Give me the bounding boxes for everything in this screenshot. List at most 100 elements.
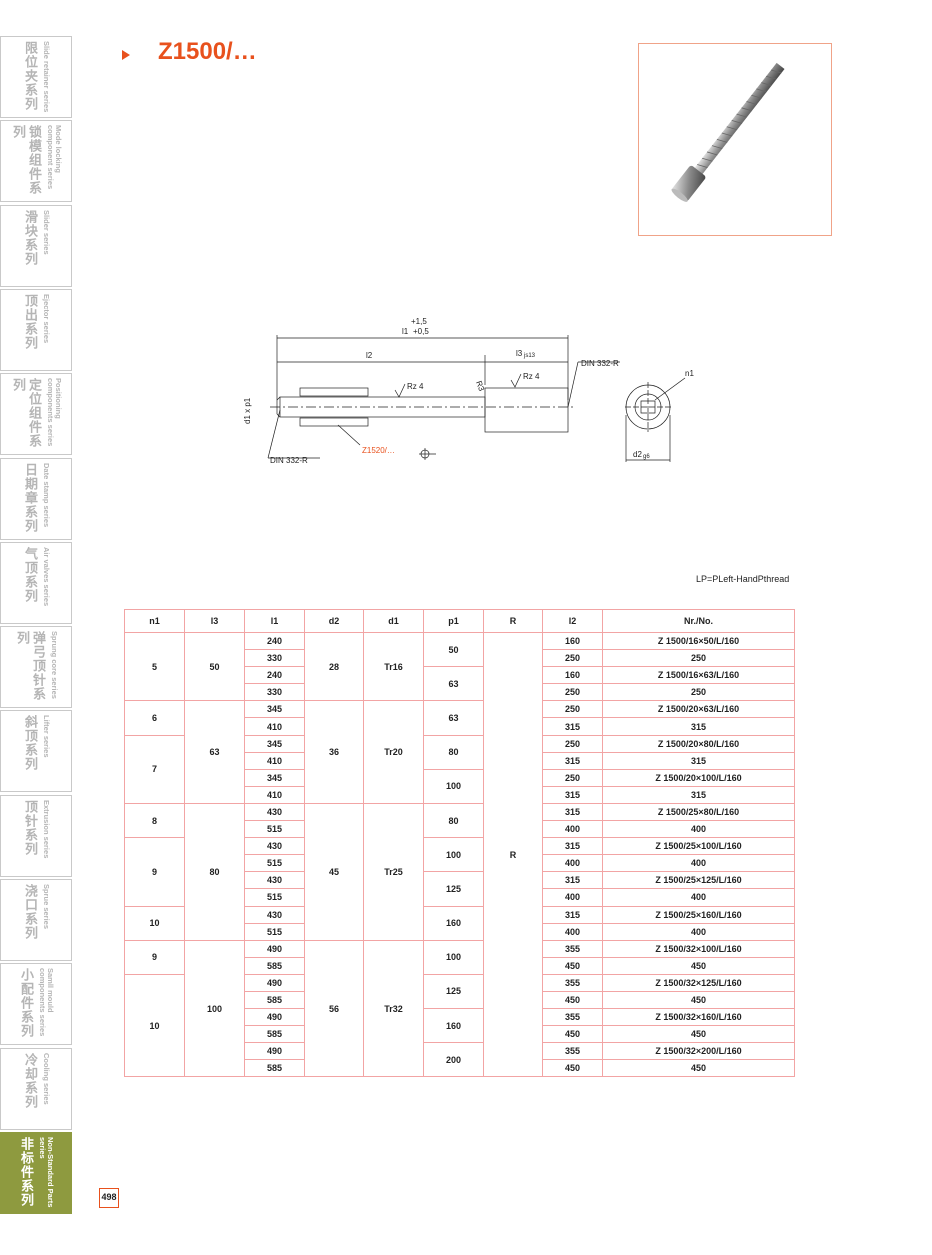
sidebar-item-label-cn: 顶出系列 xyxy=(23,293,38,350)
l2-label: l2 xyxy=(366,351,373,360)
l3-cell: 50 xyxy=(184,631,245,702)
nr-cell: Z 1500/25×160/L/160 xyxy=(602,905,795,924)
header-cell: p1 xyxy=(423,609,484,633)
p1-cell: 160 xyxy=(423,1008,484,1044)
n1-cell: 10 xyxy=(124,973,185,1078)
l1-cell: 410 xyxy=(244,785,305,804)
page-number: 498 xyxy=(99,1188,119,1208)
nr-cell: Z 1500/20×100/L/160 xyxy=(602,768,795,787)
l2-cell: 315 xyxy=(542,717,603,736)
nr-cell: Z 1500/25×100/L/160 xyxy=(602,837,795,856)
header-cell: n1 xyxy=(124,609,185,633)
p1-cell: 100 xyxy=(423,768,484,804)
sidebar-item-label-en: Slide retainer series xyxy=(42,41,51,113)
n1-cell: 9 xyxy=(124,939,185,975)
l1-cell: 430 xyxy=(244,802,305,822)
p1-cell: 80 xyxy=(423,802,484,839)
sidebar-item-label-cn: 小配件系列 xyxy=(19,968,34,1039)
d2-cell: 28 xyxy=(304,631,364,702)
l2-cell: 355 xyxy=(542,1008,603,1027)
l2-cell: 160 xyxy=(542,666,603,685)
n1-cell: 6 xyxy=(124,700,185,736)
sidebar-item-label-cn: 斜顶系列 xyxy=(23,715,38,772)
l2-cell: 400 xyxy=(542,922,603,941)
l1-cell: 515 xyxy=(244,820,305,839)
l1-cell: 430 xyxy=(244,905,305,924)
l1-cell: 430 xyxy=(244,837,305,856)
nr-cell: 400 xyxy=(602,888,795,907)
page-title: Z1500/… xyxy=(158,38,257,65)
nr-cell: 450 xyxy=(602,1059,795,1078)
sidebar-item-label-en: Cooling series xyxy=(42,1052,51,1105)
l1-cell: 585 xyxy=(244,1059,305,1078)
l2-cell: 250 xyxy=(542,768,603,787)
r-cell: R xyxy=(483,631,543,1078)
sidebar-item-label-cn: 浇口系列 xyxy=(23,884,38,940)
part-ref: Z1520/… xyxy=(362,446,395,455)
l2-cell: 315 xyxy=(542,837,603,856)
l1-cell: 490 xyxy=(244,939,305,958)
l3-cell: 100 xyxy=(184,939,245,1078)
l2-cell: 400 xyxy=(542,820,603,839)
l2-cell: 450 xyxy=(542,1025,603,1044)
d1p1-label: d1 x p1 xyxy=(243,397,252,424)
l2-cell: 250 xyxy=(542,700,603,719)
title-arrow-icon xyxy=(122,50,130,60)
nr-cell: Z 1500/32×100/L/160 xyxy=(602,939,795,958)
nr-cell: Z 1500/32×160/L/160 xyxy=(602,1008,795,1027)
sidebar-item-label-en: Positioning components series xyxy=(46,378,63,447)
d2-cell: 45 xyxy=(304,802,364,941)
d1-cell: Tr25 xyxy=(363,802,424,941)
technical-drawing: +1,5 l1 +0,5 l2 l3 js13 DIN 332-R DIN 33… xyxy=(243,317,694,465)
nr-cell: Z 1500/32×200/L/160 xyxy=(602,1042,795,1061)
nr-cell: Z 1500/25×125/L/160 xyxy=(602,871,795,890)
n1-cell: 9 xyxy=(124,837,185,907)
l2-cell: 355 xyxy=(542,939,603,958)
p1-cell: 80 xyxy=(423,734,484,770)
nr-cell: Z 1500/20×80/L/160 xyxy=(602,734,795,753)
l2-cell: 400 xyxy=(542,888,603,907)
nr-cell: Z 1500/32×125/L/160 xyxy=(602,973,795,992)
l1-cell: 345 xyxy=(244,700,305,719)
p1-cell: 125 xyxy=(423,871,484,907)
l3-label: l3 xyxy=(516,349,523,358)
din-right: DIN 332-R xyxy=(581,359,619,368)
nr-cell: Z 1500/20×63/L/160 xyxy=(602,700,795,719)
l2-cell: 250 xyxy=(542,734,603,753)
l2-cell: 450 xyxy=(542,956,603,975)
l1-cell: 330 xyxy=(244,649,305,668)
l2-cell: 450 xyxy=(542,1059,603,1078)
rz-left: Rz 4 xyxy=(407,382,424,391)
l1-cell: 585 xyxy=(244,1025,305,1044)
l2-cell: 315 xyxy=(542,871,603,890)
header-cell: R xyxy=(483,609,543,633)
l2-cell: 315 xyxy=(542,751,603,770)
d2-tol: g6 xyxy=(643,454,650,460)
